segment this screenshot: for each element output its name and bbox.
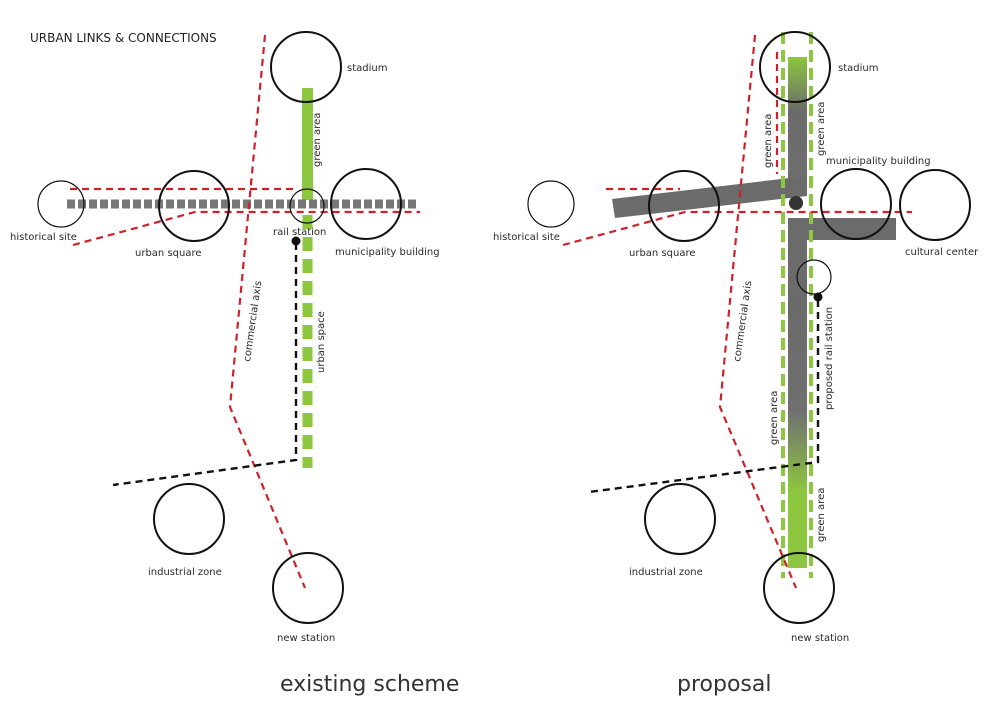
label-proposal-stadium: stadium [838, 63, 878, 74]
label-stadium: stadium [347, 63, 387, 74]
label-proposal-commercial-axis: commercial axis [732, 280, 754, 362]
proposal-municipality-node [820, 168, 892, 240]
proposal-commercial-axis [718, 34, 798, 589]
label-industrial-zone: industrial zone [148, 567, 222, 578]
proposal-spine-grey-section [788, 218, 807, 298]
label-proposal-rail-station: proposed rail station [824, 307, 835, 410]
diagram-title: URBAN LINKS & CONNECTIONS [30, 31, 217, 45]
label-rail-station: rail station [273, 227, 326, 238]
proposal-urban-square-node [648, 170, 720, 242]
label-municipality-building: municipality building [335, 247, 440, 258]
existing-historical-site-node [37, 180, 85, 228]
label-urban-square: urban square [135, 248, 202, 259]
existing-industrial-zone-node [153, 483, 225, 555]
label-urban-space: urban space [316, 311, 327, 373]
existing-commercial-axis [228, 34, 307, 589]
proposal-west-connection [612, 176, 807, 218]
label-proposal-municipality-building: municipality building [826, 156, 931, 167]
existing-scheme: stadium green area historical site urban… [10, 31, 459, 697]
existing-urban-square-node [158, 170, 230, 242]
proposal-east-connection [788, 218, 896, 240]
proposal-stadium-node [759, 31, 831, 103]
label-proposal-new-station: new station [791, 633, 849, 644]
label-proposal-green-area-right: green area [816, 102, 827, 156]
proposal-hub-node [789, 196, 803, 210]
label-proposal-green-area-left: green area [763, 114, 774, 168]
existing-municipality-node [330, 168, 402, 240]
label-historical-site: historical site [10, 232, 77, 243]
proposal-central-spine [788, 220, 807, 568]
existing-rail-node [291, 236, 301, 246]
label-proposal-cultural-center: cultural center [905, 247, 979, 258]
existing-rail-link [112, 243, 298, 487]
label-proposal-urban-square: urban square [629, 248, 696, 259]
existing-rail-station-node [289, 188, 325, 224]
proposal-scheme: stadium green area green area municipali… [493, 31, 979, 697]
proposal-commercial-link-bottom [562, 210, 912, 247]
existing-new-station-node [272, 552, 344, 624]
label-new-station: new station [277, 633, 335, 644]
proposal-industrial-zone-node [644, 483, 716, 555]
label-proposal-industrial-zone: industrial zone [629, 567, 703, 578]
label-green-area: green area [312, 113, 323, 167]
proposal-new-station-node [763, 552, 835, 624]
proposal-historical-site-node [527, 180, 575, 228]
proposal-rail-node [813, 292, 823, 302]
proposal-rail-station-node [796, 259, 832, 295]
existing-green-area-bar [302, 88, 313, 200]
proposal-rail-link [588, 300, 820, 494]
label-proposal-green-area-lower-left: green area [769, 391, 780, 445]
label-proposal-green-area-lower-right: green area [816, 488, 827, 542]
caption-existing-scheme: existing scheme [280, 672, 459, 697]
caption-proposal: proposal [677, 672, 771, 697]
label-commercial-axis: commercial axis [242, 280, 264, 362]
proposal-cultural-center-node [899, 169, 971, 241]
label-proposal-historical-site: historical site [493, 232, 560, 243]
existing-stadium-node [270, 31, 342, 103]
existing-commercial-link-bottom [72, 210, 420, 247]
